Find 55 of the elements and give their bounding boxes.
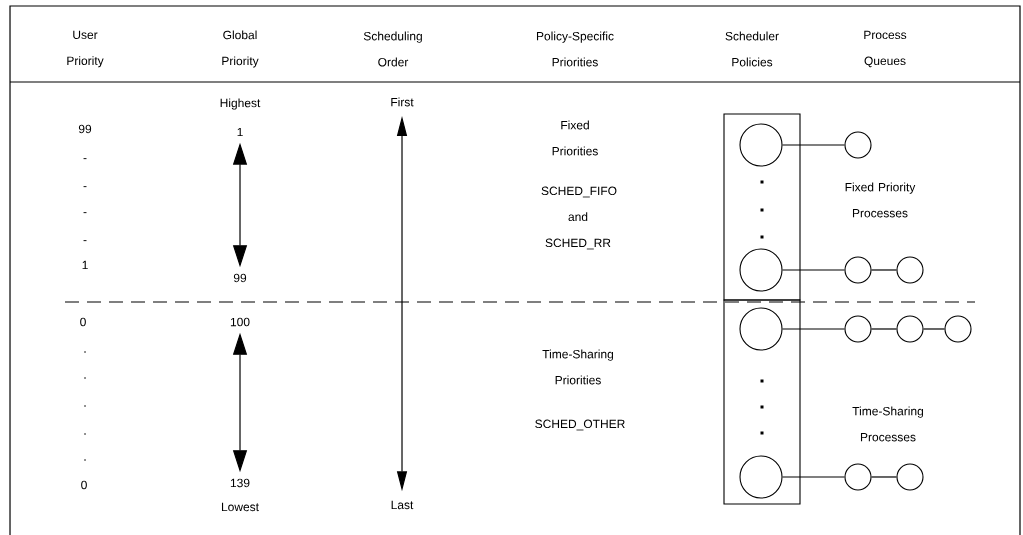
process-circle: [896, 463, 924, 491]
text-label: 0: [81, 480, 87, 490]
column-header: User Priority: [67, 30, 104, 68]
text-label: 0: [80, 317, 86, 327]
text-label: -: [83, 186, 87, 188]
text-label: Time-Sharing Processes: [852, 406, 923, 442]
text-label: .: [84, 351, 86, 353]
process-circle: [944, 315, 972, 343]
policy-box: [723, 113, 801, 301]
column-header: Policy-Specific Priorities: [537, 31, 614, 67]
end-label: Lowest: [222, 502, 259, 512]
queue-link: [781, 328, 846, 330]
text-label: .: [84, 459, 86, 461]
text-label: 99: [78, 124, 92, 134]
text-label: -: [83, 158, 87, 160]
policy-circle: [739, 307, 783, 351]
text-label: Time-Sharing Priorities: [542, 349, 613, 385]
process-circle: [896, 315, 924, 343]
text-label: Fixed Priority Processes: [845, 182, 916, 218]
text-label: -: [83, 240, 87, 242]
column-header: Scheduling Order: [363, 31, 422, 67]
process-circle: [844, 315, 872, 343]
queue-link: [781, 269, 846, 271]
queue-link: [870, 476, 898, 478]
column-header: Process Queues: [864, 30, 907, 68]
text-label: .: [84, 433, 86, 435]
queue-link: [781, 476, 846, 478]
queue-link: [870, 269, 898, 271]
column-header: Global Priority: [222, 30, 259, 68]
queue-link: [922, 328, 946, 330]
policy-circle: [739, 123, 783, 167]
priority-label: First: [391, 97, 414, 107]
text-label: SCHED_OTHER: [535, 419, 625, 431]
priority-label: Last: [391, 500, 414, 510]
process-circle: [844, 131, 872, 159]
policy-box: [723, 299, 801, 505]
text-label: -: [83, 212, 87, 214]
column-header: Scheduler Policies: [725, 31, 779, 67]
text-label: 1: [82, 260, 88, 270]
end-label: Highest: [220, 98, 261, 110]
policy-circle: [739, 248, 783, 292]
text-label: SCHED_FIFO and SCHED_RR: [541, 186, 617, 250]
text-label: .: [84, 405, 86, 407]
priority-label: 100: [230, 317, 250, 327]
priority-label: 99: [233, 273, 247, 283]
process-circle: [844, 463, 872, 491]
text-label: Fixed Priorities: [552, 120, 598, 156]
process-circle: [896, 256, 924, 284]
process-circle: [844, 256, 872, 284]
priority-label: 139: [230, 478, 250, 488]
queue-link: [781, 144, 846, 146]
text-label: .: [84, 377, 86, 379]
priority-label: 1: [237, 127, 243, 137]
queue-link: [870, 328, 898, 330]
policy-circle: [739, 455, 783, 499]
